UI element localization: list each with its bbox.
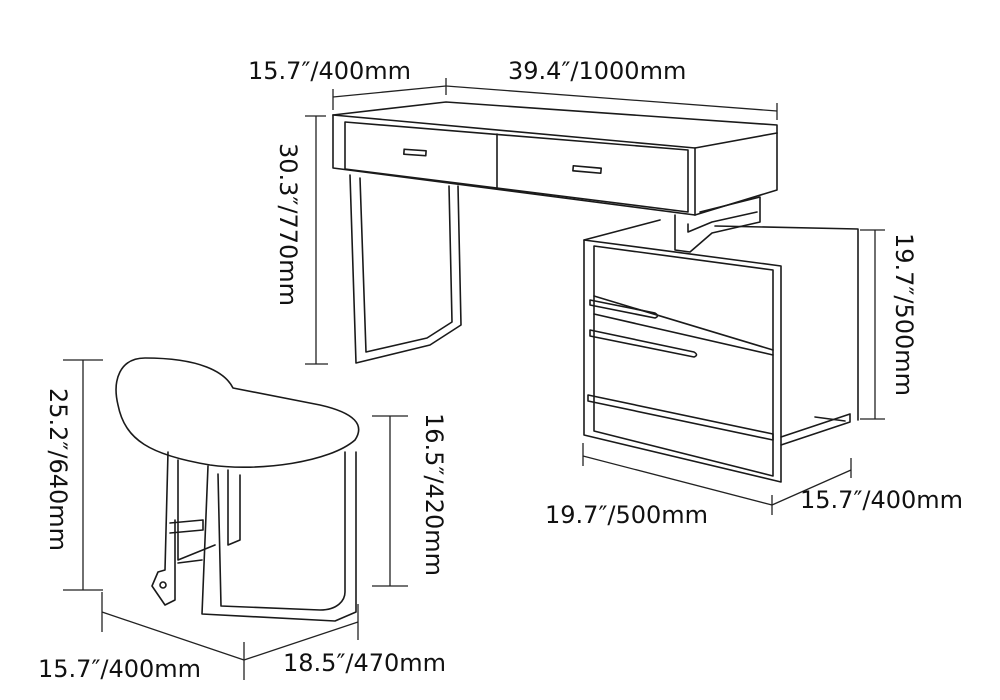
desk-drawing (332, 101, 778, 364)
dimension-lines (63, 78, 885, 680)
cabinet-drawing (583, 219, 859, 483)
stool-width-label: 18.5″/470mm (283, 649, 447, 677)
cabinet-depth-label: 15.7″/400mm (800, 486, 964, 514)
desk-depth-label: 15.7″/400mm (248, 57, 412, 85)
stool-total-height-label: 25.2″/640mm (44, 388, 72, 552)
stool-drawing (115, 357, 360, 622)
cabinet-width-label: 19.7″/500mm (545, 501, 709, 529)
stool-depth-label: 15.7″/400mm (38, 655, 202, 683)
stool-seat-height-label: 16.5″/420mm (420, 413, 448, 577)
cabinet-height-label: 19.7″/500mm (890, 233, 918, 397)
desk-width-label: 39.4″/1000mm (508, 57, 687, 85)
desk-height-label: 30.3″/770mm (274, 143, 302, 307)
